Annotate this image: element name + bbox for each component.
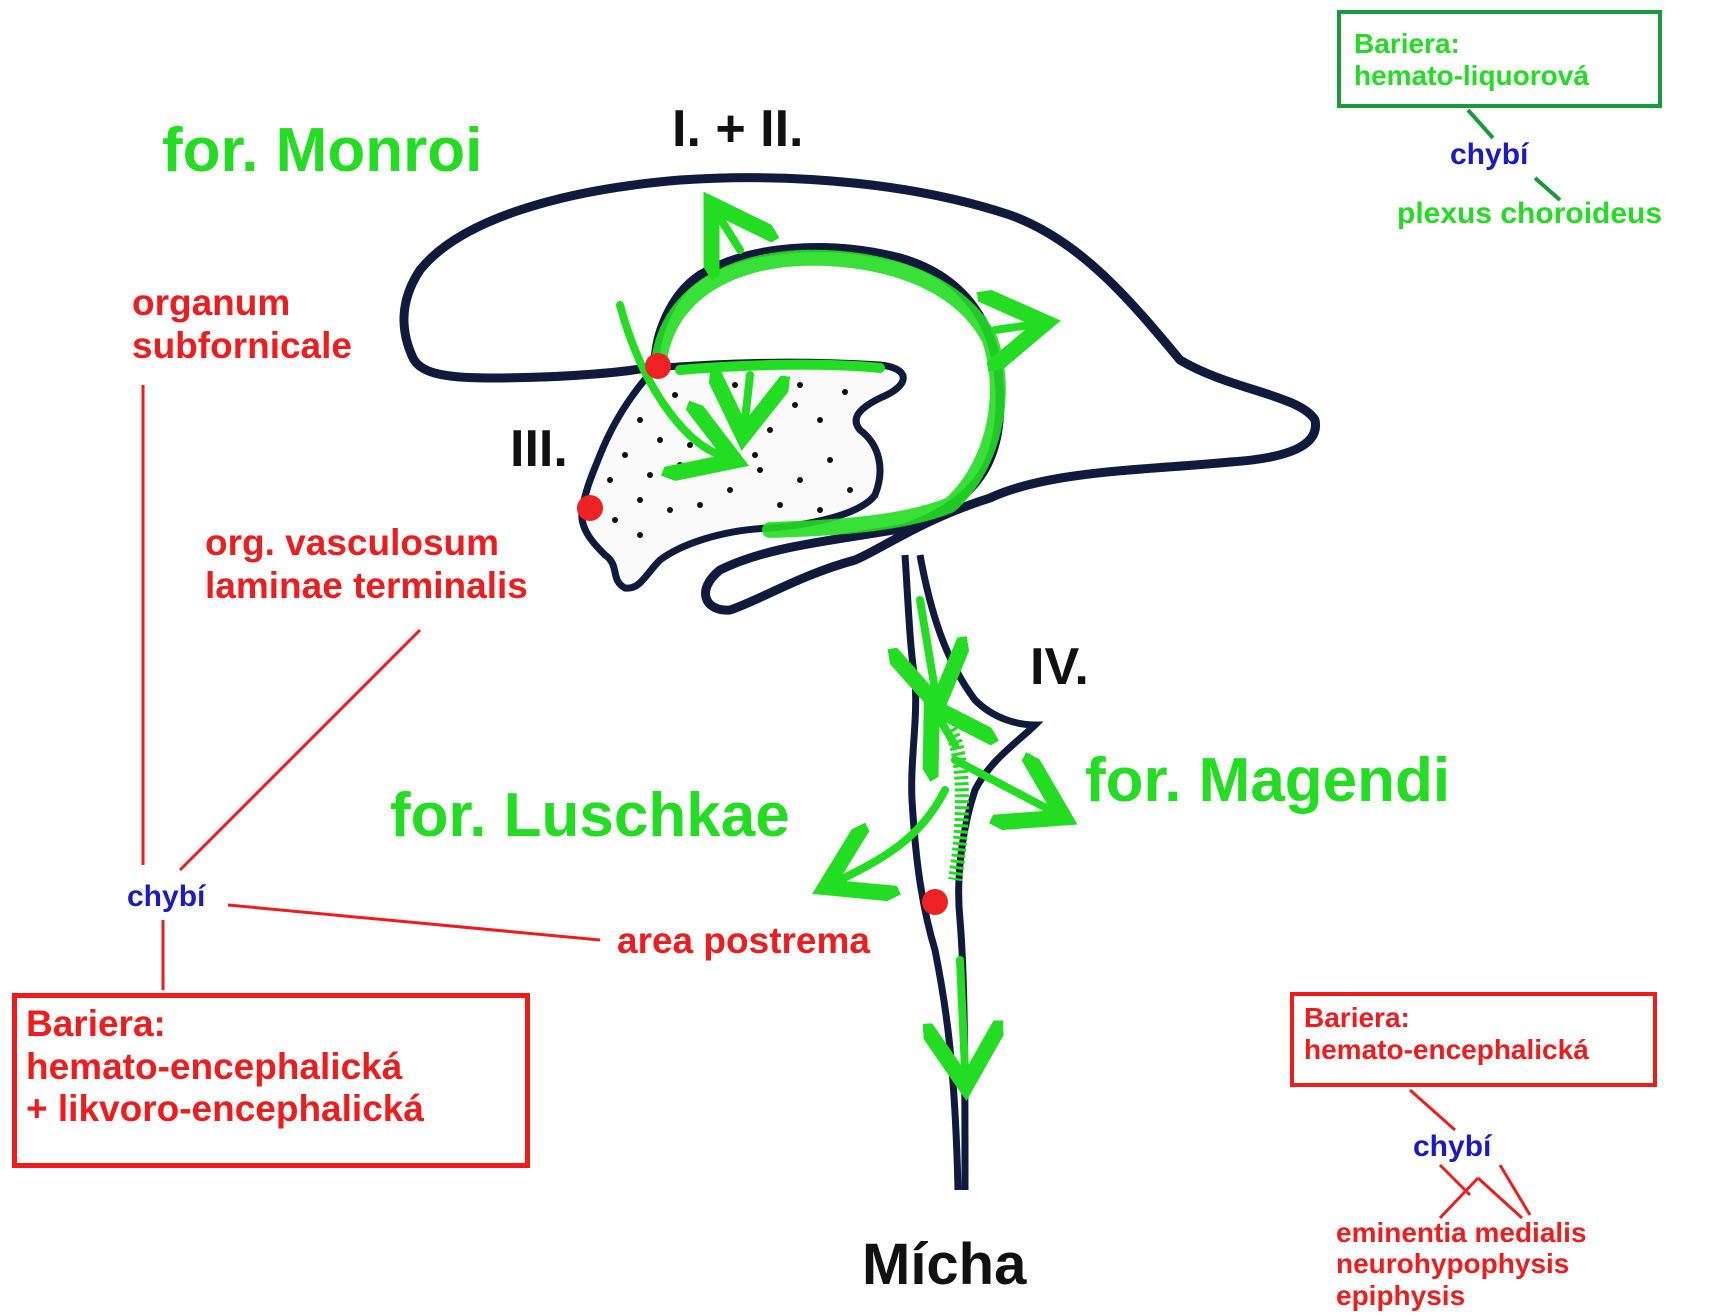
- neurohypophysis-label: neurohypophysis: [1336, 1248, 1587, 1279]
- left-barrier-line1: hemato-encephalická: [26, 1046, 424, 1089]
- left-barrier-line2: + likvoro-encephalická: [26, 1088, 424, 1131]
- left-barrier-title: Bariera:: [26, 1003, 424, 1046]
- third-ventricle-label: III.: [510, 420, 568, 480]
- top-right-barrier-text: Bariera: hemato-liquorová: [1354, 28, 1589, 92]
- top-right-absent-label: chybí: [1450, 138, 1528, 173]
- foramen-magendi-label: for. Magendi: [1085, 745, 1450, 816]
- third-ventricle: [582, 362, 903, 588]
- left-absent-label: chybí: [127, 880, 205, 915]
- ovlt-line2: laminae terminalis: [205, 565, 528, 608]
- lateral-ventricles-label: I. + II.: [672, 100, 804, 160]
- top-right-barrier-line1: hemato-liquorová: [1354, 60, 1589, 92]
- foramen-luschkae-label: for. Luschkae: [390, 780, 790, 851]
- bottom-right-barrier-text: Bariera: hemato-encephalická: [1304, 1002, 1589, 1066]
- organum-subfornicale-line2: subfornicale: [132, 325, 352, 368]
- bottom-right-barrier-title: Bariera:: [1304, 1002, 1589, 1034]
- olvt-dot: [577, 495, 603, 521]
- bottom-right-absent-label: chybí: [1413, 1130, 1491, 1165]
- plexus-choroideus-label: plexus choroideus: [1397, 197, 1662, 232]
- spinal-cord-label: Mícha: [862, 1232, 1026, 1299]
- fourth-ventricle-label: IV.: [1030, 638, 1089, 698]
- area-postrema-label: area postrema: [617, 920, 870, 963]
- organum-subfornicale-line1: organum: [132, 282, 352, 325]
- aqueduct-right-wall: [920, 555, 1035, 1190]
- choroid-plexus-third: [680, 365, 880, 370]
- subfornical-organ-dot: [645, 353, 671, 379]
- bottom-right-barrier-line1: hemato-encephalická: [1304, 1034, 1589, 1066]
- eminentia-medialis-label: eminentia medialis: [1336, 1217, 1587, 1248]
- top-right-barrier-title: Bariera:: [1354, 28, 1589, 60]
- foramen-monroi-label: for. Monroi: [162, 115, 482, 186]
- organum-subfornicale-label: organum subfornicale: [132, 282, 352, 367]
- area-postrema-dot: [922, 889, 948, 915]
- bottom-right-structures-list: eminentia medialis neurohypophysis epiph…: [1336, 1217, 1587, 1311]
- ovlt-line1: org. vasculosum: [205, 522, 528, 565]
- epiphysis-label: epiphysis: [1336, 1280, 1587, 1311]
- ovlt-label: org. vasculosum laminae terminalis: [205, 522, 528, 607]
- left-barrier-text: Bariera: hemato-encephalická + likvoro-e…: [26, 1003, 424, 1131]
